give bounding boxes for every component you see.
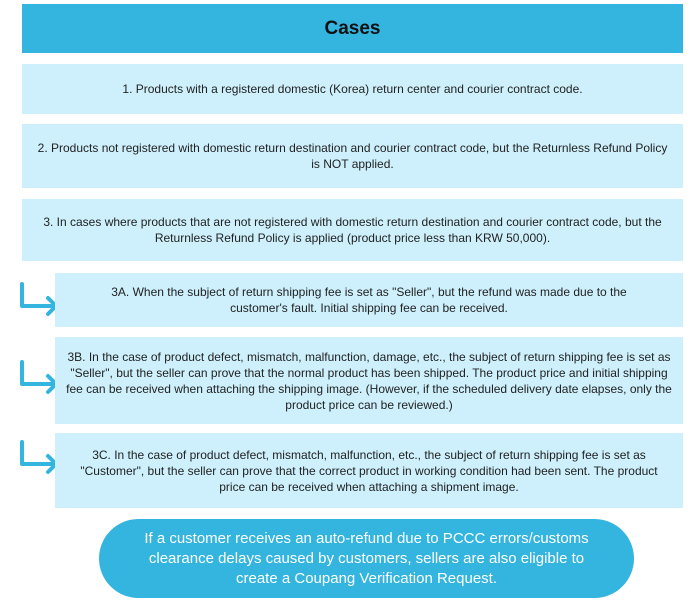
case-2: 2. Products not registered with domestic… [22, 124, 683, 188]
cases-header: Cases [22, 4, 683, 53]
note-pill: If a customer receives an auto-refund du… [99, 519, 634, 598]
case-3a: 3A. When the subject of return shipping … [55, 273, 683, 327]
case-3c: 3C. In the case of product defect, misma… [55, 433, 683, 508]
case-3b: 3B. In the case of product defect, misma… [55, 337, 683, 424]
page-title: Cases [324, 17, 381, 39]
case-1: 1. Products with a registered domestic (… [22, 64, 683, 114]
case-3: 3. In cases where products that are not … [22, 199, 683, 261]
